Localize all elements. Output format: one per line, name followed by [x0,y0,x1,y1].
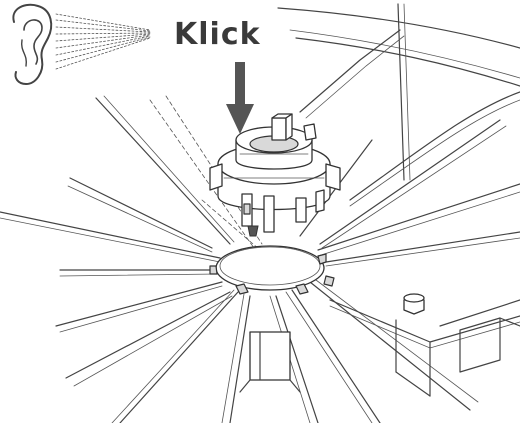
receptacle-ring [209,245,335,295]
down-arrow-icon [226,62,254,134]
snap-clip-component [209,113,341,237]
housing-outline [277,3,520,207]
sound-wave-lines [55,13,151,70]
hub-post [239,331,301,393]
klick-label: Klick [174,17,261,52]
ear-icon [12,3,53,85]
lower-frame [329,293,520,397]
